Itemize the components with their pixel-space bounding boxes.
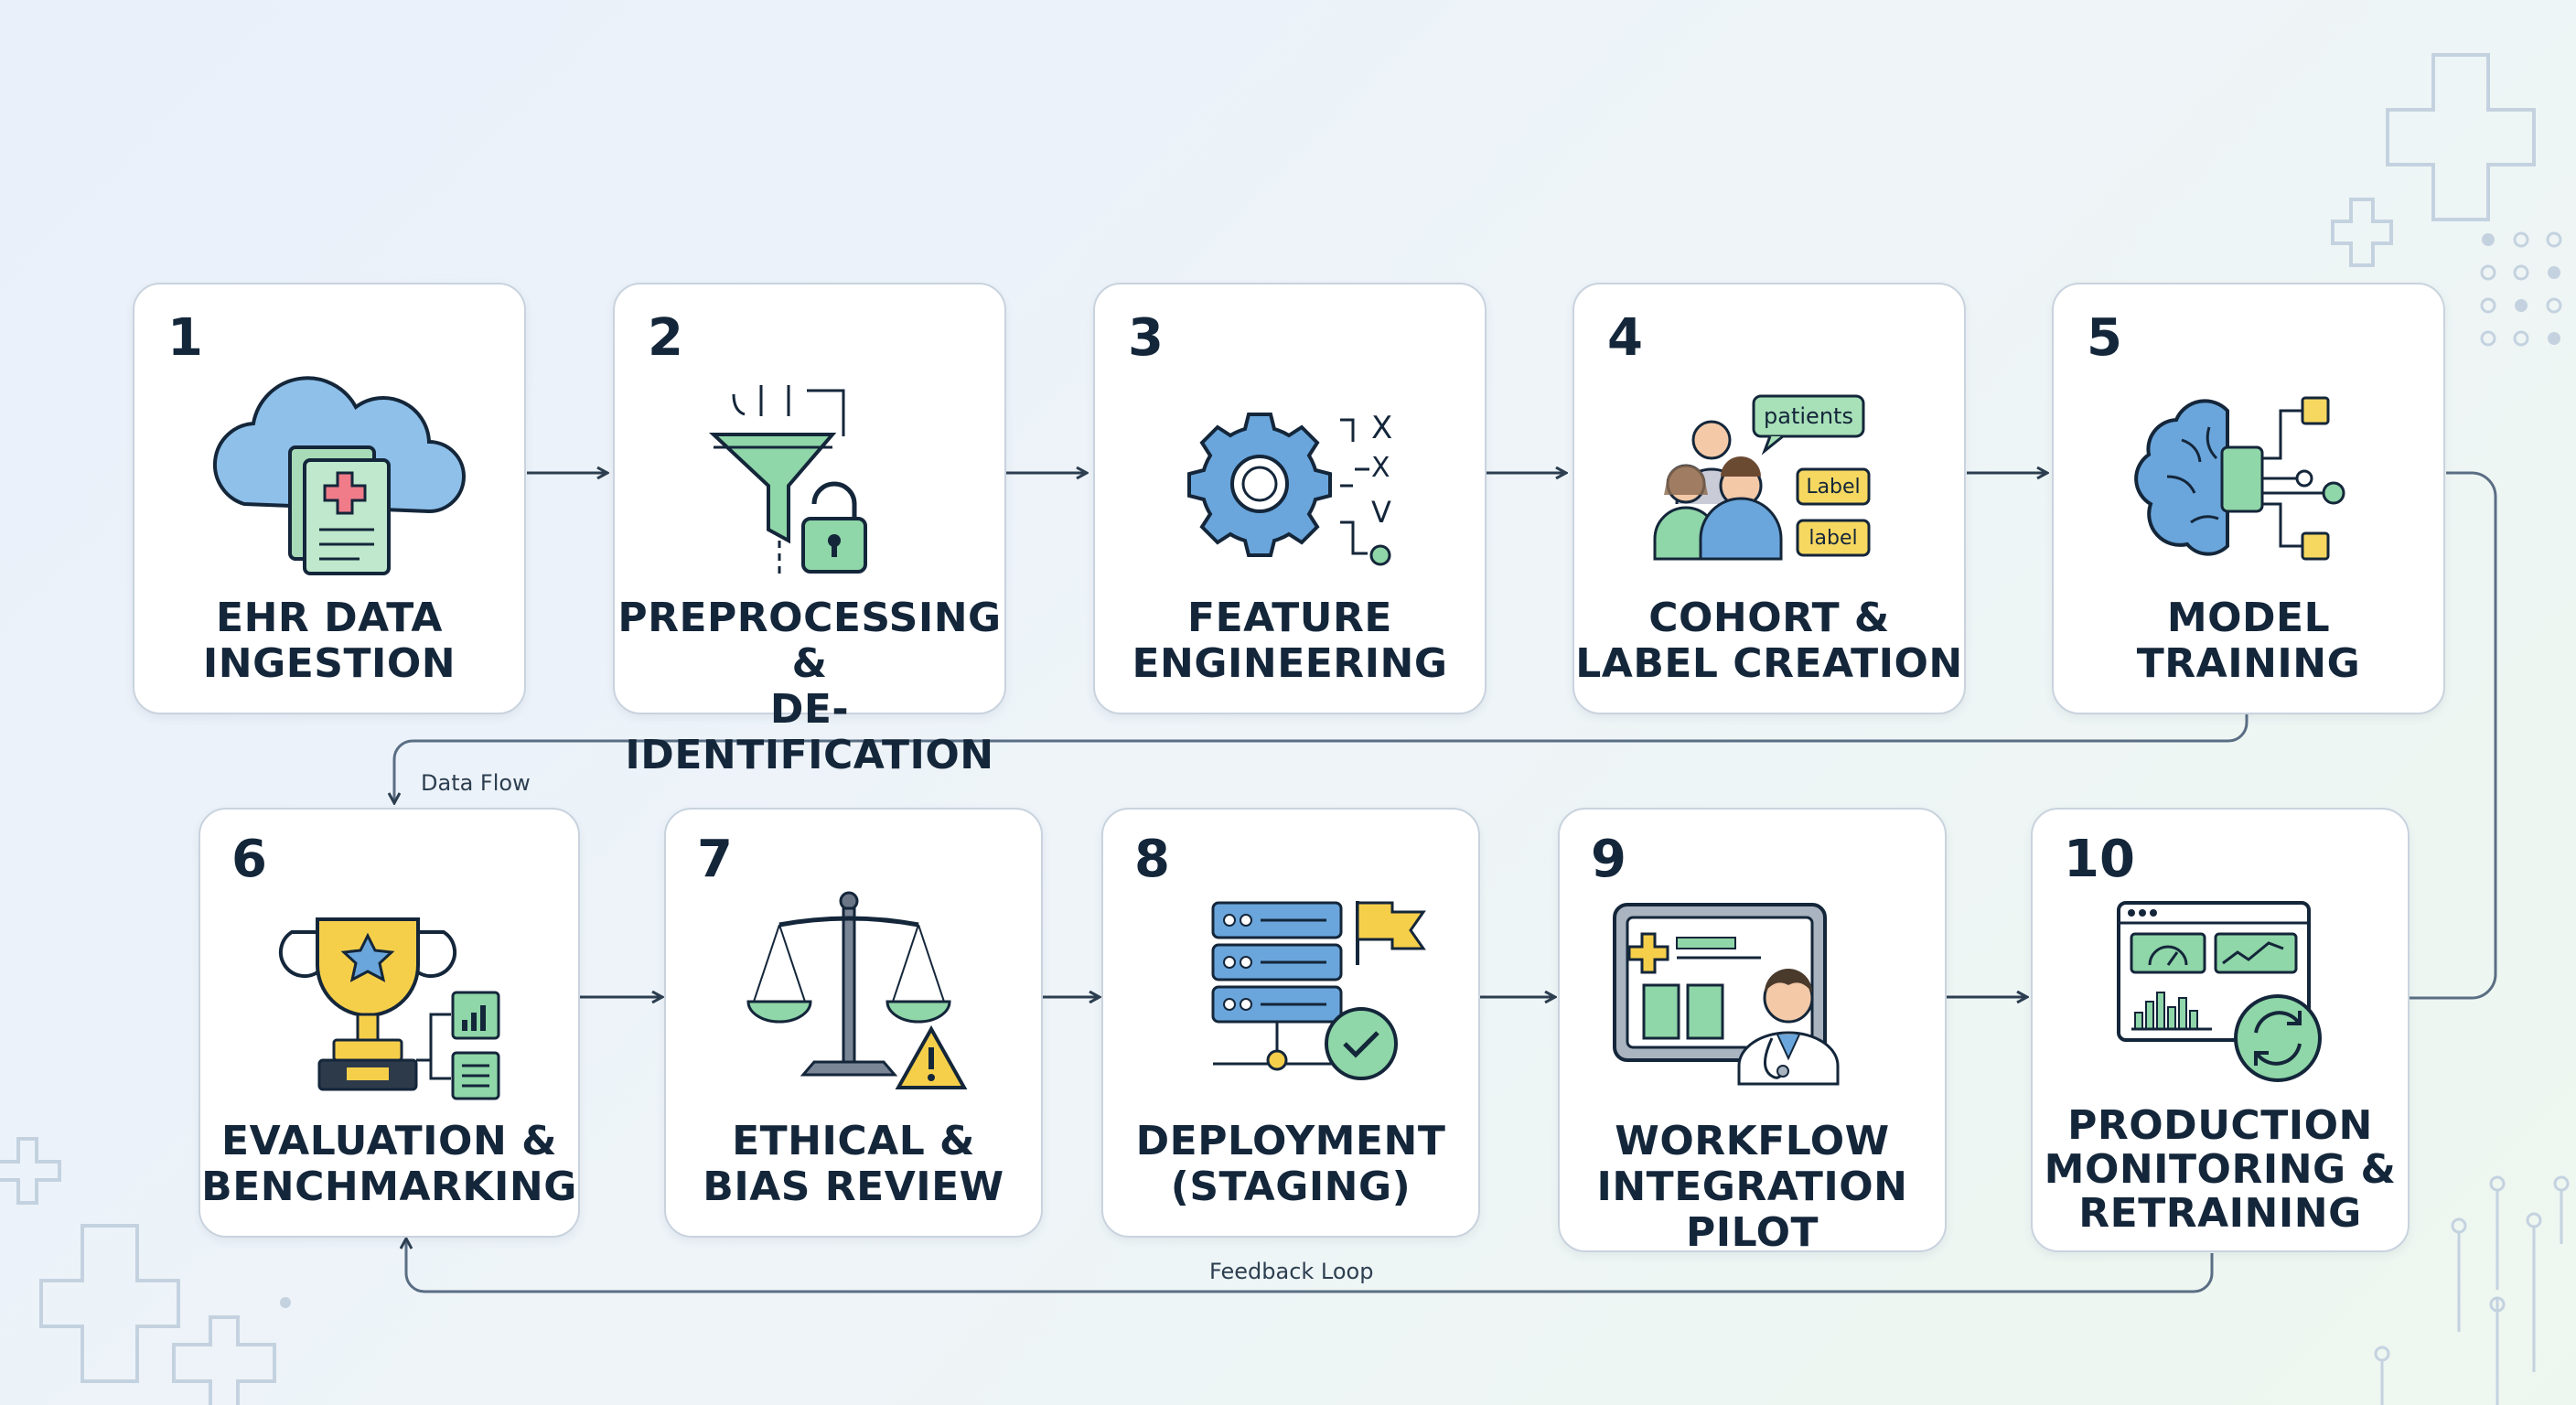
step-card-ehr-ingestion: 1 EHR DATA INGESTION (133, 283, 526, 714)
step-title-line3: PILOT (1685, 1209, 1819, 1256)
step-title-line2: TRAINING (2136, 640, 2361, 687)
step-number: 5 (2087, 308, 2122, 368)
funnel-lock-icon (708, 385, 867, 577)
step-card-deployment: 8 DEPLOYMENT (STAGING) (1101, 808, 1480, 1238)
step-title-line1: EHR DATA (216, 595, 443, 641)
circuit-decor-icon (2374, 1175, 2570, 1405)
step-title-line1: PREPROCESSING & (617, 595, 1002, 687)
step-card-model-training: 5 MODEL TRAINING (2052, 283, 2445, 714)
dot-grid-decor-icon (280, 231, 2562, 1308)
monitor-dashboard-icon (2117, 901, 2322, 1082)
svg-text:V: V (1371, 495, 1391, 530)
trophy-chart-icon (278, 917, 500, 1100)
brain-network-icon (2134, 396, 2345, 561)
svg-text:X: X (1371, 452, 1390, 484)
step-number: 1 (167, 308, 203, 368)
step-title-line2: BIAS REVIEW (703, 1164, 1004, 1210)
step-number: 10 (2064, 830, 2135, 889)
step-title-line1: MODEL (2166, 595, 2331, 641)
step-card-production-monitoring: 10 PRODUCTION MONITORING & RETRAINING (2031, 808, 2410, 1252)
step-card-ethical-review: 7 ETHICAL & BIAS REVIEW (664, 808, 1043, 1238)
step-number: 4 (1607, 308, 1643, 368)
svg-text:Label: Label (1806, 476, 1860, 499)
step-title-line1: COHORT & (1648, 595, 1890, 641)
step-number: 8 (1134, 830, 1170, 889)
step-card-cohort-label: 4 patients Label label COHORT & LABEL CR… (1572, 283, 1966, 714)
step-title-line2: INGESTION (202, 640, 456, 687)
cross-decor-icon (0, 53, 2536, 1405)
step-title-line2: ENGINEERING (1132, 640, 1448, 687)
step-card-feature-engineering: 3 X X V FEATURE ENGINEERING (1093, 283, 1487, 714)
people-label-icon: patients Label label (1653, 394, 1871, 561)
step-title-line2: MONITORING & (2044, 1146, 2397, 1193)
step-title-line2: LABEL CREATION (1575, 640, 1963, 687)
svg-text:label: label (1809, 527, 1857, 550)
step-number: 3 (1128, 308, 1164, 368)
server-flag-icon (1211, 901, 1426, 1080)
step-number: 2 (648, 308, 683, 368)
step-title-line1: PRODUCTION (2067, 1102, 2373, 1149)
step-card-preprocessing: 2 PREPROCESSING & DE-IDENTIFICATION (613, 283, 1006, 778)
step-title-line2: INTEGRATION (1596, 1164, 1908, 1210)
step-title-line2: BENCHMARKING (201, 1164, 577, 1210)
svg-text:X: X (1371, 410, 1392, 446)
feedback-loop-label: Feedback Loop (1209, 1259, 1374, 1284)
step-title-line1: ETHICAL & (732, 1118, 975, 1164)
step-title-line1: EVALUATION & (221, 1118, 557, 1164)
step-title-line2: (STAGING) (1170, 1164, 1411, 1210)
svg-text:patients: patients (1764, 403, 1853, 429)
data-flow-label: Data Flow (421, 770, 531, 796)
step-number: 7 (697, 830, 733, 889)
step-title-line1: WORKFLOW (1615, 1118, 1890, 1164)
step-title-line1: FEATURE (1187, 595, 1392, 641)
step-number: 9 (1591, 830, 1626, 889)
cloud-document-icon (213, 376, 466, 575)
step-number: 6 (231, 830, 267, 889)
scales-warning-icon (746, 891, 968, 1089)
tablet-doctor-icon (1613, 903, 1840, 1086)
step-title-line1: DEPLOYMENT (1135, 1118, 1446, 1164)
step-title-line2: DE-IDENTIFICATION (625, 686, 994, 778)
step-title-line3: RETRAINING (2078, 1190, 2362, 1237)
connector-lines (394, 471, 2497, 1293)
gear-icon: X X V (1187, 410, 1392, 566)
step-card-workflow-integration: 9 WORKFLOW INTEGRATION PILOT (1558, 808, 1947, 1256)
step-card-evaluation: 6 EVALUATION & BENCHMARKING (199, 808, 580, 1238)
